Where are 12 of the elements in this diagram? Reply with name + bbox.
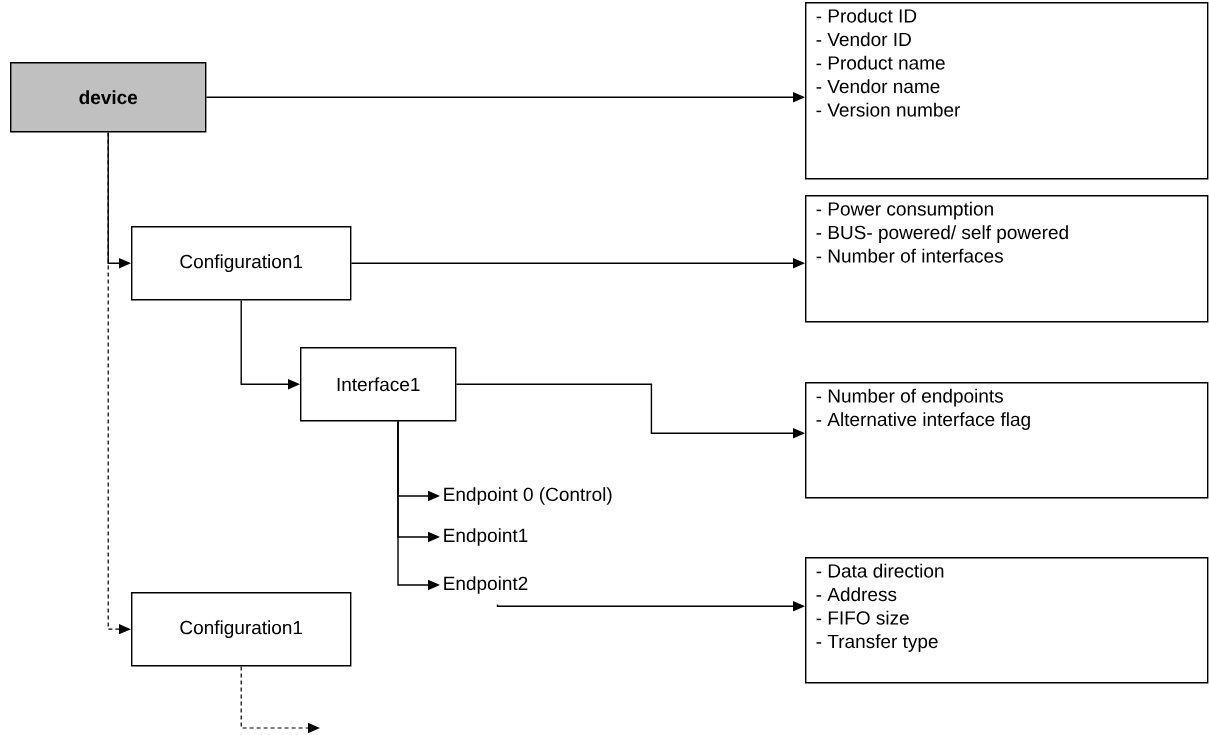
info-box: - Product ID - Vendor ID - Product name - Vendor name - Version number [805, 2, 1209, 180]
endpoint-label: Endpoint 0 (Control) [444, 487, 612, 505]
arrow [107, 131, 131, 635]
info-box: - Power consumption - BUS- powered/ self powered - Number of interfaces [805, 195, 1209, 323]
process-box: Configuration1 [131, 592, 352, 667]
process-box: Interface1 [300, 347, 457, 422]
endpoint-label: Endpoint1 [444, 528, 528, 546]
info-box: - Data direction - Address - FIFO size - Transfer type [805, 557, 1209, 684]
endpoint-label: Endpoint2 [444, 576, 528, 594]
process-box: Configuration1 [131, 226, 352, 301]
info-box: - Number of endpoints - Alternative interface flag [805, 382, 1209, 499]
device-box: device [10, 62, 207, 133]
